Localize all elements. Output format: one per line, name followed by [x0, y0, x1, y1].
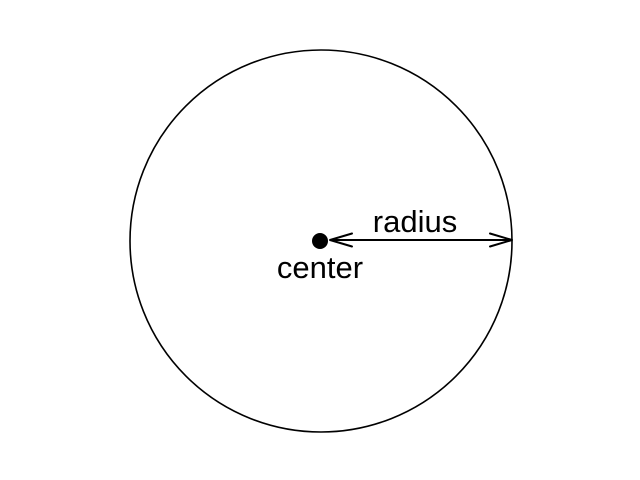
- radius-label: radius: [373, 204, 457, 239]
- center-label: center: [277, 250, 363, 285]
- center-dot-icon: [312, 233, 328, 249]
- arrowhead-right-icon: [489, 232, 513, 248]
- arrowhead-left-icon: [329, 232, 353, 248]
